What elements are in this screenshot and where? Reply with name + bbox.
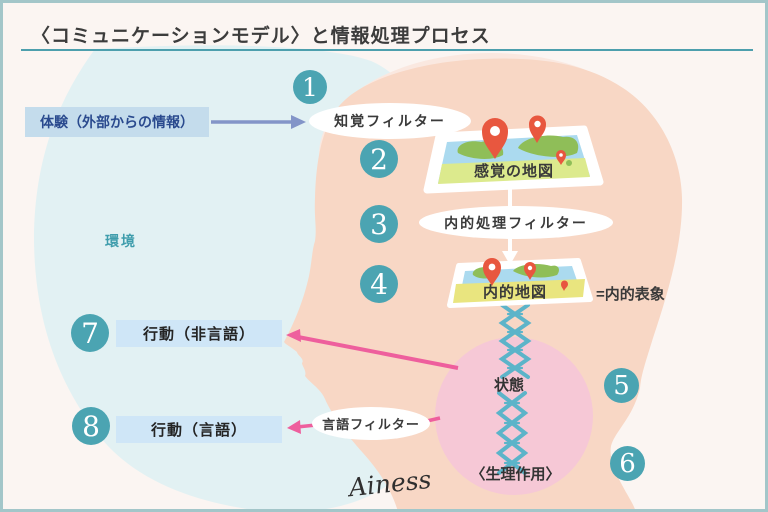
step-badge-4: 4: [360, 265, 398, 303]
step-badge-1: 1: [293, 70, 327, 104]
input-arrow-icon: [211, 115, 306, 129]
internal-processing-filter-bubble: 内的処理フィルター: [419, 206, 613, 239]
map-pin-icon: [482, 115, 566, 165]
brand-logo: Ainess: [347, 464, 433, 502]
internal-representation-label: =内的表象: [596, 286, 665, 303]
step-badge-2: 2: [360, 140, 398, 178]
nonverbal-arrow-icon: [286, 329, 459, 370]
behavior-verbal-box: 行動（言語）: [116, 416, 282, 443]
internal-map-icon: [447, 258, 593, 308]
experience-box: 体験（外部からの情報）: [25, 107, 209, 137]
dna-lower-icon: [495, 391, 529, 475]
step-badge-5: 5: [604, 368, 639, 403]
sensory-map-label: 感覚の地図: [473, 162, 554, 180]
behavior-nonverbal-box: 行動（非言語）: [116, 320, 282, 347]
language-filter-bubble: 言語フィルター: [312, 407, 430, 440]
physiology-label: 〈生理作用〉: [470, 465, 561, 483]
step-badge-7: 7: [71, 314, 109, 352]
state-label: 状態: [493, 376, 524, 394]
perception-filter-bubble: 知覚フィルター: [309, 103, 471, 139]
step-badge-6: 6: [610, 446, 645, 481]
step-badge-3: 3: [360, 205, 398, 243]
page-title: 〈コミュニケーションモデル〉と情報処理プロセス: [31, 26, 491, 47]
map-pin-icon: [483, 258, 568, 291]
sensory-map-icon: [423, 115, 604, 194]
title-underline: [21, 49, 753, 51]
environment-label: 環境: [105, 233, 137, 249]
state-circle: [435, 337, 593, 495]
dna-upper-icon: [498, 303, 532, 379]
step-badge-8: 8: [72, 407, 110, 445]
internal-map-label: 内的地図: [482, 283, 547, 301]
